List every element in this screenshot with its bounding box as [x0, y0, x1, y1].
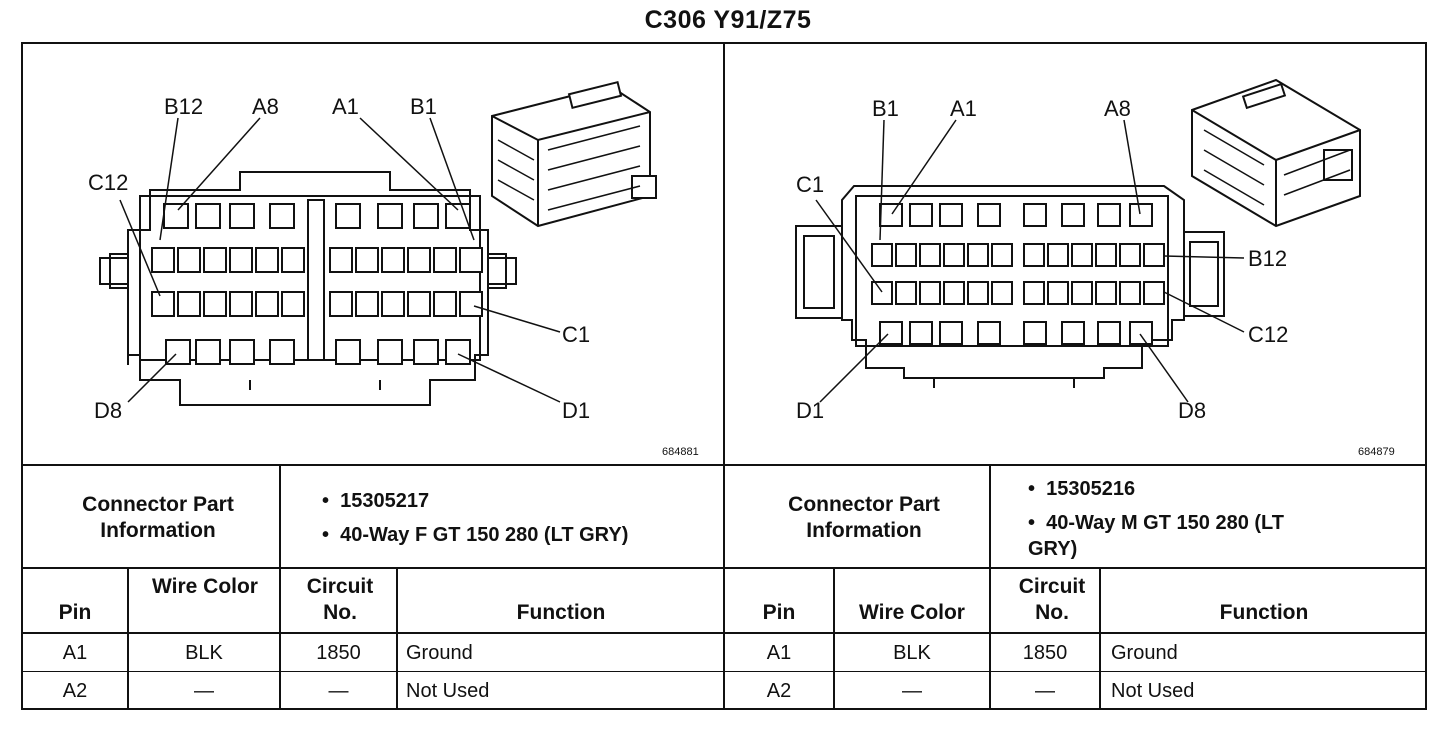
left-info-divider	[279, 464, 281, 569]
left-row1-pin: A1	[62, 642, 88, 664]
left-pin-label-a1: A1	[332, 94, 359, 119]
left-pin-label-b12: B12	[164, 94, 204, 119]
left-row1-function: Ground	[406, 642, 473, 664]
left-header-function: Function	[516, 601, 606, 624]
right-col-divider-2	[989, 567, 991, 710]
right-row1-circuit: 1850	[1022, 642, 1068, 664]
right-header-pin: Pin	[762, 601, 796, 624]
left-row2-function: Not Used	[406, 680, 490, 702]
left-pin-label-c12: C12	[88, 170, 129, 195]
right-connector-info-label: Connector Part Information	[788, 493, 940, 542]
left-connector-face-drawing	[99, 80, 657, 406]
right-header-wire-color: Wire Color	[859, 601, 965, 624]
left-col-divider-2	[279, 567, 281, 710]
left-row1-circuit: 1850	[316, 642, 361, 664]
right-part-description: • 40-Way M GT 150 280 (LT GRY)	[1028, 512, 1284, 560]
right-row1-function: Ground	[1111, 642, 1178, 664]
left-header-pin: Pin	[58, 601, 92, 624]
left-part-number-text: 15305217	[340, 490, 430, 512]
right-pin-label-c1: C1	[796, 172, 825, 197]
right-header-circuit-no: Circuit No.	[1018, 575, 1086, 624]
left-pin-label-d1: D1	[562, 398, 591, 423]
right-pin-label-d1: D1	[796, 398, 825, 423]
left-pin-label-d8: D8	[94, 398, 123, 423]
left-connector-info-label: Connector Part Information	[82, 493, 234, 542]
left-row2-circuit: —	[328, 680, 349, 702]
left-header-wire-color: Wire Color	[152, 575, 258, 598]
right-row2-wire-color: —	[902, 680, 922, 702]
right-part-description-text: 40-Way M GT 150 280 (LT GRY)	[1028, 512, 1284, 560]
left-col-divider-1	[127, 567, 129, 710]
right-pin-label-b1: B1	[872, 96, 899, 121]
right-row2-pin: A2	[766, 680, 792, 702]
left-part-description-text: 40-Way F GT 150 280 (LT GRY)	[340, 524, 629, 546]
right-part-number: • 15305216	[1028, 478, 1136, 500]
right-pin-label-c12: C12	[1248, 322, 1289, 347]
right-col-divider-3	[1099, 567, 1101, 710]
left-pin-label-a8: A8	[252, 94, 279, 119]
info-bottom-rule	[21, 567, 1427, 569]
right-row1-wire-color: BLK	[893, 642, 931, 664]
right-info-divider	[989, 464, 991, 569]
right-row2-function: Not Used	[1111, 680, 1195, 702]
left-part-number: • 15305217	[322, 490, 430, 512]
left-row2-wire-color: —	[194, 680, 214, 702]
center-divider	[723, 42, 725, 710]
left-row2-pin: A2	[62, 680, 88, 702]
right-part-number-text: 15305216	[1046, 478, 1136, 500]
left-row1-wire-color: BLK	[185, 642, 223, 664]
right-col-divider-1	[833, 567, 835, 710]
right-row2-circuit: —	[1035, 680, 1055, 702]
right-pin-label-d8: D8	[1178, 398, 1207, 423]
left-col-divider-3	[396, 567, 398, 710]
figure-bottom-rule	[21, 464, 1427, 466]
left-header-circuit-no: Circuit No.	[306, 575, 374, 624]
left-pin-label-c1: C1	[562, 322, 591, 347]
right-figure-number: 684879	[1358, 446, 1395, 458]
right-pin-label-a8: A8	[1104, 96, 1131, 121]
right-header-function: Function	[1219, 601, 1309, 624]
left-part-description: • 40-Way F GT 150 280 (LT GRY)	[322, 524, 629, 546]
left-figure-number: 684881	[662, 446, 699, 458]
page-title: C306 Y91/Z75	[644, 6, 812, 34]
row1-bottom-rule	[21, 671, 1427, 672]
right-row1-pin: A1	[766, 642, 792, 664]
header-bottom-rule	[21, 632, 1427, 634]
right-connector-face-drawing	[795, 78, 1361, 403]
right-pin-label-a1: A1	[950, 96, 977, 121]
right-pin-label-b12: B12	[1248, 246, 1288, 271]
left-pin-label-b1: B1	[410, 94, 437, 119]
